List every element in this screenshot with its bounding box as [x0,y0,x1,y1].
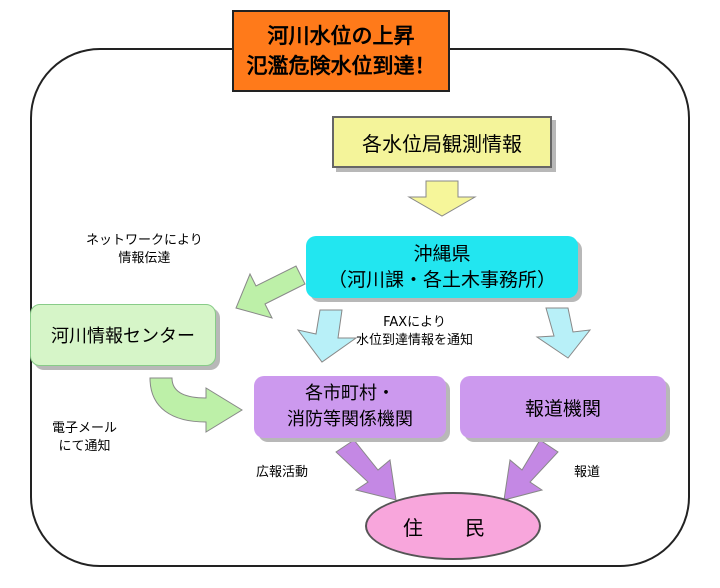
residents-label: 住 民 [402,515,504,540]
municipalities-box: 各市町村・ 消防等関係機関 [254,376,446,438]
network-note-line-1: ネットワークにより [86,233,203,248]
email-note-line-1: 電子メール [52,421,118,436]
fax-note-line-2: 水位到達情報を通知 [356,333,474,348]
pr-note-label: 広報活動 [256,465,309,480]
page-title: 河川水位の上昇 氾濫危険水位到達！ [232,10,450,92]
okinawa-line-1: 沖縄県 [413,243,471,265]
pr-note: 広報活動 [256,464,308,482]
arrow-center-to-municipalities [149,377,243,433]
fax-note: FAXにより 水位到達情報を通知 [356,314,473,350]
press-label: 報道機関 [524,397,601,420]
arrow-press-to-residents [503,439,559,501]
okinawa-box: 沖縄県 （河川課・各土木事務所） [306,236,578,298]
title-line-2: 氾濫危険水位到達！ [246,54,436,78]
arrow-municipalities-to-residents [335,439,397,501]
email-note: 電子メール にて通知 [52,420,117,456]
residents-ellipse: 住 民 [365,492,541,560]
email-note-line-2: にて通知 [58,439,111,454]
network-note-line-2: 情報伝達 [118,251,171,266]
arrow-okinawa-to-municipalities [296,309,358,363]
network-note: ネットワークにより 情報伝達 [86,232,203,268]
municipalities-line-1: 各市町村・ [305,383,395,404]
river-center-label: 河川情報センター [51,326,195,347]
river-center-box: 河川情報センター [30,304,216,366]
observation-box: 各水位局観測情報 [332,116,552,168]
report-note-label: 報道 [574,465,601,480]
arrow-okinawa-to-press [535,307,592,359]
okinawa-line-2: （河川課・各土木事務所） [327,269,556,291]
observation-label: 各水位局観測情報 [362,131,522,156]
title-line-1: 河川水位の上昇 [267,24,415,48]
arrow-okinawa-to-center [235,265,306,319]
fax-note-line-1: FAXにより [383,315,446,330]
press-box: 報道機関 [460,376,666,438]
municipalities-line-2: 消防等関係機関 [287,409,413,430]
report-note: 報道 [574,464,600,482]
arrow-observation-to-okinawa [407,180,477,217]
